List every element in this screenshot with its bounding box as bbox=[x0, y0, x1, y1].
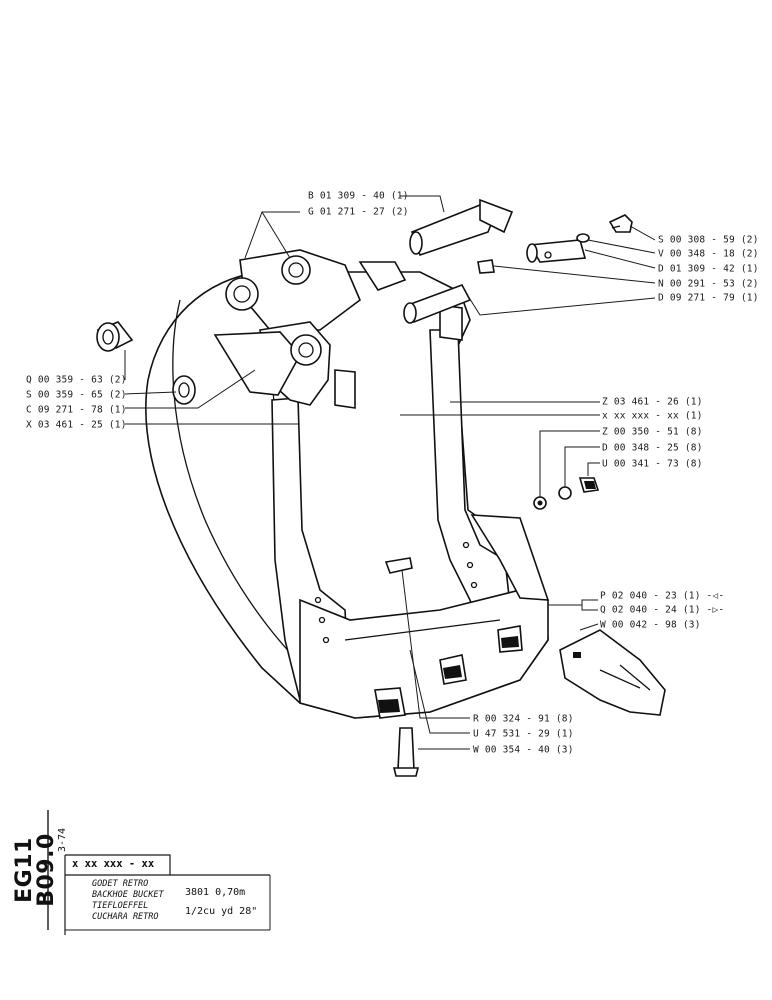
title-name-es: CUCHARA RETRO bbox=[92, 912, 159, 922]
callout-S0035965: S 00 359 - 65 (2) bbox=[26, 389, 127, 401]
title-capacity: 1/2cu yd 28" bbox=[185, 906, 258, 917]
callout-V0034818: V 00 348 - 18 (2) bbox=[658, 248, 759, 260]
drawing-code-box: EG11 B09.0 bbox=[12, 812, 59, 928]
sheet-number: 3-74 bbox=[57, 827, 68, 852]
callout-X0346125: X 03 461 - 25 (1) bbox=[26, 419, 127, 431]
callout-C0927178: C 09 271 - 78 (1) bbox=[26, 404, 127, 416]
callout-Z0035051: Z 00 350 - 51 (8) bbox=[602, 426, 703, 438]
callout-U0034173: U 00 341 - 73 (8) bbox=[602, 458, 703, 470]
drawing-code: EG11 B09.0 bbox=[12, 833, 59, 907]
callout-S0030859: S 00 308 - 59 (2) bbox=[658, 234, 759, 246]
callout-placeholder-xx: x xx xxx - xx (1) bbox=[602, 410, 703, 422]
callout-G0127127: G 01 271 - 27 (2) bbox=[308, 206, 409, 218]
callout-Q0204024: Q 02 040 - 24 (1) -▷- bbox=[600, 604, 725, 616]
callout-D0927179: D 09 271 - 79 (1) bbox=[658, 292, 759, 304]
callout-B0130940: B 01 309 - 40 (1) bbox=[308, 190, 409, 202]
callout-Q0035963: Q 00 359 - 63 (2) bbox=[26, 374, 127, 386]
callout-U4753129: U 47 531 - 29 (1) bbox=[473, 728, 574, 740]
title-name-fr: GODET RETRO bbox=[92, 879, 149, 889]
callout-P0204023: P 02 040 - 23 (1) -◁- bbox=[600, 590, 725, 602]
callout-leaders bbox=[124, 195, 656, 750]
sheet-number-box: 3-74 bbox=[56, 816, 70, 852]
callout-N0029153: N 00 291 - 53 (2) bbox=[658, 278, 759, 290]
bolt-holes bbox=[314, 541, 478, 644]
callout-D0130942: D 01 309 - 42 (1) bbox=[658, 263, 759, 275]
linkage-brackets bbox=[213, 249, 463, 409]
callout-W0004298: W 00 042 - 98 (3) bbox=[600, 619, 701, 631]
callout-R0032491: R 00 324 - 91 (8) bbox=[473, 713, 574, 725]
callout-W0035440: W 00 354 - 40 (3) bbox=[473, 744, 574, 756]
pins-and-bushings bbox=[96, 198, 666, 777]
title-name-en: BACKHOE BUCKET bbox=[92, 890, 164, 900]
title-model: 3801 0,70m bbox=[185, 887, 246, 898]
callout-D0034825: D 00 348 - 25 (8) bbox=[602, 442, 703, 454]
callout-Z0346126: Z 03 461 - 26 (1) bbox=[602, 396, 703, 408]
title-ref-code: x xx xxx - xx bbox=[72, 858, 155, 870]
title-name-de: TIEFLOEFFEL bbox=[92, 901, 149, 911]
